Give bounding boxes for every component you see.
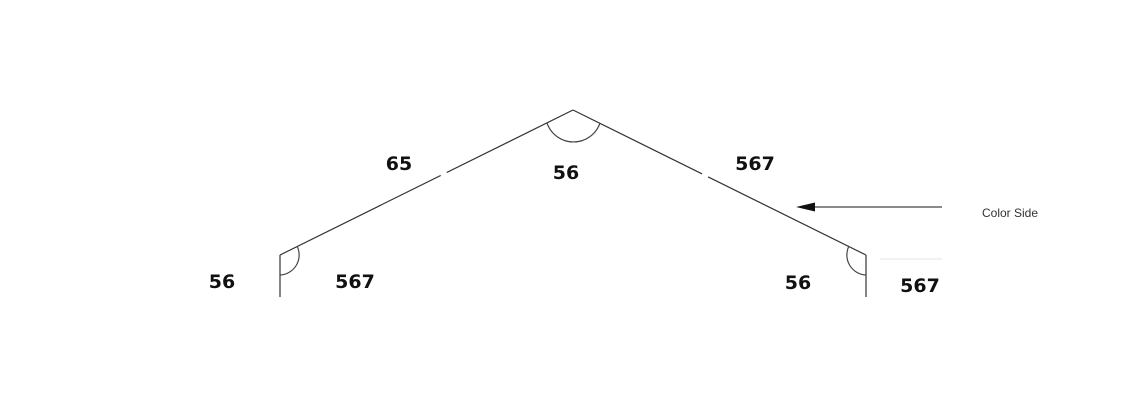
left-slope-length-label: 65: [386, 153, 412, 175]
right-corner-angle-label: 56: [785, 272, 811, 294]
left-slope-edge: [279, 109, 574, 256]
left-slope-break: [440, 171, 448, 178]
right-slope-break: [701, 172, 709, 179]
left-leg-length-label: 56: [209, 271, 235, 293]
apex-angle-arc: [546, 122, 601, 143]
color-side-arrow-head: [796, 202, 815, 212]
profile-outline: [279, 109, 867, 297]
left-corner-angle-arc: [279, 245, 300, 276]
right-leg-length-label: 567: [900, 275, 940, 297]
color-side-arrow: [796, 202, 942, 212]
left-corner-angle-label: 567: [335, 271, 375, 293]
apex-angle-label: 56: [553, 162, 579, 184]
right-corner-angle-arc: [846, 245, 867, 276]
color-side-label: Color Side: [982, 206, 1038, 220]
right-slope-edge: [572, 109, 867, 256]
right-slope-length-label: 567: [735, 153, 775, 175]
